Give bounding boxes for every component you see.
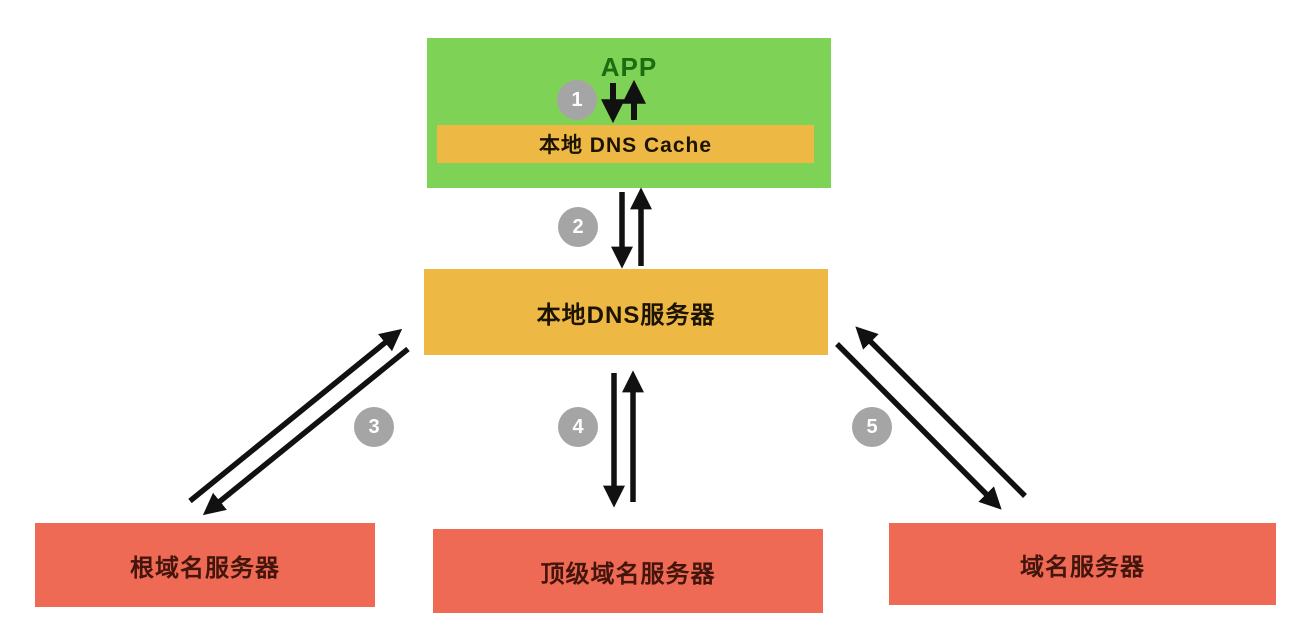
step-1-badge: 1 [557, 80, 597, 120]
local-dns-cache-box: 本地 DNS Cache [437, 125, 814, 163]
local-dns-server-label: 本地DNS服务器 [536, 301, 716, 329]
step-2-badge: 2 [558, 207, 598, 247]
app-label: APP [600, 52, 658, 82]
step-5-badge: 5 [852, 407, 892, 447]
local-dns-server-box: 本地DNS服务器 [424, 269, 828, 355]
app-box: APP 本地 DNS Cache [427, 38, 831, 188]
auth-server-label: 域名服务器 [1020, 553, 1145, 581]
tld-server-label: 顶级域名服务器 [540, 560, 716, 588]
step-4-badge: 4 [558, 407, 598, 447]
root-server-box: 根域名服务器 [35, 523, 375, 607]
local-dns-cache-label: 本地 DNS Cache [538, 134, 713, 157]
tld-server-box: 顶级域名服务器 [433, 529, 823, 613]
step-3-badge: 3 [354, 407, 394, 447]
root-server-label: 根域名服务器 [130, 554, 280, 582]
auth-server-box: 域名服务器 [889, 523, 1276, 605]
